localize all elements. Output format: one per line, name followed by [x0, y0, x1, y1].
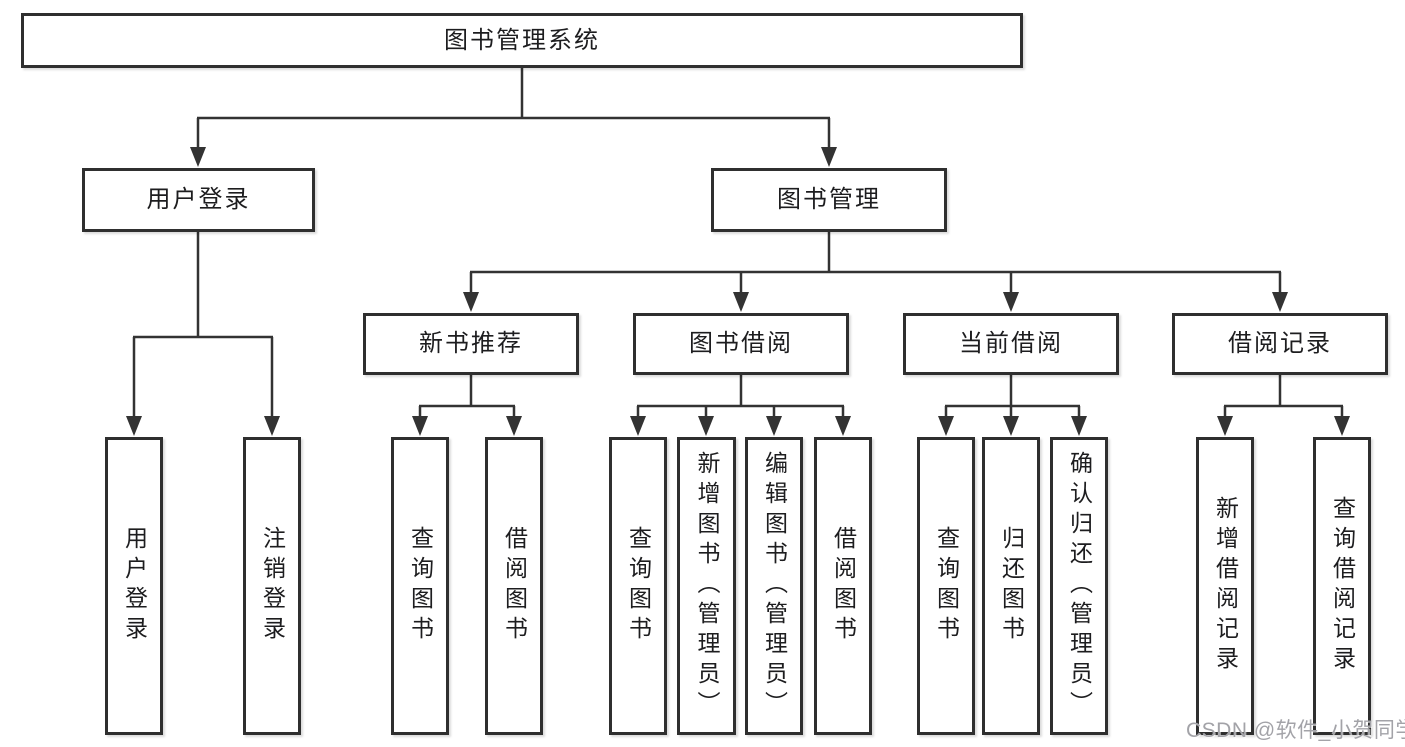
- leaf-node-borrow-book-borrowing: 借阅图书: [814, 437, 872, 735]
- node-label: 图书借阅: [689, 330, 793, 357]
- node-label: 借阅记录: [1228, 330, 1332, 357]
- node-label: 用户登录: [121, 526, 148, 646]
- node-label: 确认归还（管理员）: [1066, 451, 1093, 721]
- node-book-borrowing: 图书借阅: [633, 313, 849, 375]
- node-label: 注销登录: [259, 526, 286, 646]
- csdn-watermark: CSDN @软件_小贺同学: [1186, 719, 1405, 742]
- node-borrow-records: 借阅记录: [1172, 313, 1388, 375]
- node-label: 新书推荐: [419, 330, 523, 357]
- node-label: 借阅图书: [501, 526, 528, 646]
- arrowheads: [126, 147, 1350, 436]
- node-label: 图书管理系统: [444, 26, 600, 54]
- node-label: 用户登录: [146, 186, 251, 213]
- node-book-management-module: 图书管理: [711, 168, 947, 232]
- leaf-node-return-book: 归还图书: [982, 437, 1040, 735]
- leaf-node-add-book-admin: 新增图书（管理员）: [677, 437, 736, 735]
- leaf-node-borrow-book-recommend: 借阅图书: [485, 437, 543, 735]
- leaf-node-logout: 注销登录: [243, 437, 301, 735]
- node-label: 图书管理: [777, 186, 881, 213]
- leaf-node-query-books-recommend: 查询图书: [391, 437, 449, 735]
- leaf-node-query-books-current: 查询图书: [917, 437, 975, 735]
- node-label: 新增借阅记录: [1212, 496, 1239, 676]
- leaf-node-edit-book-admin: 编辑图书（管理员）: [745, 437, 803, 735]
- node-label: 查询借阅记录: [1329, 496, 1356, 676]
- node-new-book-recommend: 新书推荐: [363, 313, 579, 375]
- leaf-node-confirm-return-admin: 确认归还（管理员）: [1050, 437, 1108, 735]
- node-label: 查询图书: [625, 526, 652, 646]
- node-label: 编辑图书（管理员）: [761, 451, 788, 721]
- leaf-node-add-borrow-record: 新增借阅记录: [1196, 437, 1254, 735]
- node-label: 新增图书（管理员）: [694, 451, 720, 721]
- node-label: 查询图书: [933, 526, 960, 646]
- node-current-borrowing: 当前借阅: [903, 313, 1119, 375]
- node-label: 当前借阅: [959, 330, 1063, 357]
- leaf-node-user-login: 用户登录: [105, 437, 163, 735]
- node-user-login-module: 用户登录: [82, 168, 315, 232]
- leaf-node-query-books-borrowing: 查询图书: [609, 437, 667, 735]
- node-root-system: 图书管理系统: [21, 13, 1023, 68]
- node-label: 借阅图书: [830, 526, 857, 646]
- node-label: 归还图书: [998, 526, 1025, 646]
- leaf-node-query-borrow-record: 查询借阅记录: [1313, 437, 1371, 735]
- node-label: 查询图书: [407, 526, 434, 646]
